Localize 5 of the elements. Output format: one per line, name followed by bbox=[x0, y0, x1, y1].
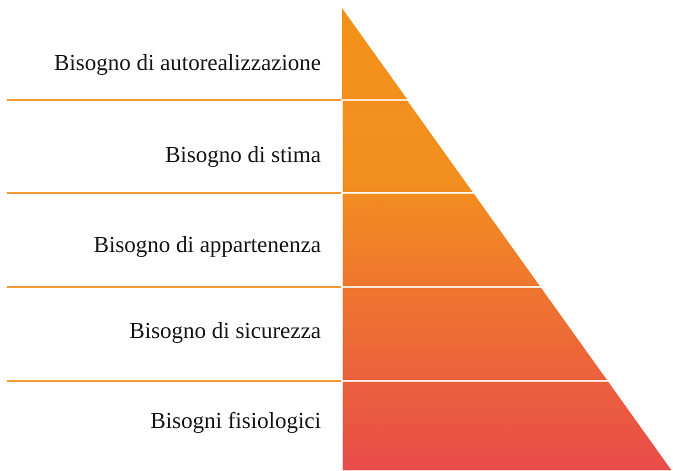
level-label: Bisogni fisiologici bbox=[150, 407, 321, 435]
level-label: Bisogno di appartenenza bbox=[94, 231, 321, 259]
level-label: Bisogno di stima bbox=[165, 141, 321, 169]
level-label: Bisogno di sicurezza bbox=[129, 317, 321, 345]
level-label: Bisogno di autorealizzazione bbox=[54, 49, 321, 77]
